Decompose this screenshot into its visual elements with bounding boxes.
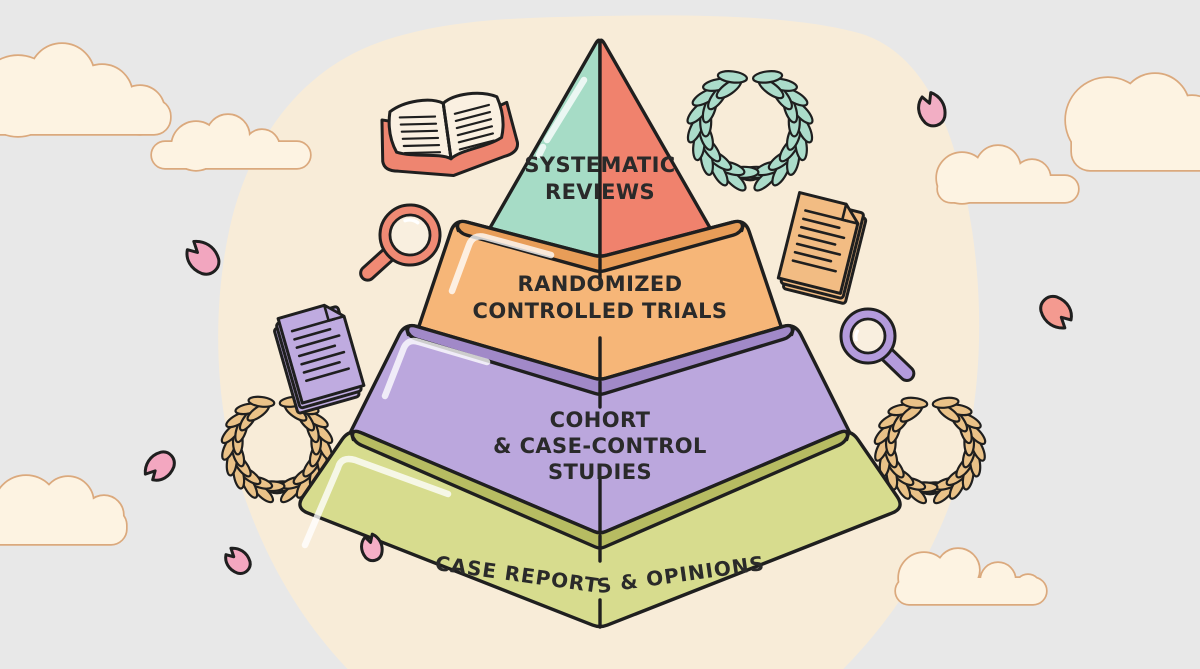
wreath-leaf	[716, 70, 749, 84]
cloud-top-left-2	[150, 113, 312, 172]
document-text-line	[295, 334, 341, 349]
book-text-line	[453, 103, 491, 115]
wreath-leaf	[751, 70, 784, 84]
tier-3-gloss	[381, 337, 491, 400]
book-text-line	[454, 110, 492, 122]
document-text-line	[795, 242, 842, 256]
cloud-top-left-1	[0, 42, 172, 138]
laurel-wreath-icon-bottom-right	[873, 396, 987, 505]
tier-2-gloss	[448, 233, 555, 295]
cloud-top-right-1	[1064, 72, 1200, 172]
book-page-right	[441, 91, 505, 161]
tier-1-gloss	[543, 76, 588, 144]
book-page-left	[387, 98, 453, 161]
cloud-base	[896, 578, 1046, 604]
book-text-line	[400, 129, 439, 133]
magnifier-ring-inner	[388, 213, 432, 257]
book-text-line	[402, 143, 441, 148]
documents-icon-right	[776, 191, 868, 305]
magnifier-ring	[380, 205, 440, 265]
sakura-petal-icon	[1039, 294, 1073, 330]
document-text-line	[793, 250, 833, 263]
wreath-leaf	[931, 396, 960, 409]
sakura-petal-icon	[224, 546, 252, 575]
book-text-line	[399, 122, 438, 126]
cloud-base	[938, 176, 1078, 202]
document-text-line	[799, 225, 846, 240]
document-corner-fold	[840, 202, 860, 225]
cloud-base	[152, 142, 310, 168]
magnifier-ring-outer	[839, 307, 897, 365]
tier-1-gloss-dot	[535, 143, 547, 159]
magnifier-ring-inner	[849, 317, 887, 355]
book-text-line	[403, 151, 442, 155]
book-text-line	[401, 136, 440, 140]
wreath-leaf	[900, 396, 929, 409]
sakura-petal-icon	[185, 239, 221, 276]
sakura-petal-icon	[917, 91, 947, 128]
tier-4-gloss	[301, 455, 452, 549]
cloud-bottom-left	[0, 474, 128, 546]
document-text-line	[297, 344, 337, 358]
document-text-line	[791, 259, 837, 273]
book-text-line	[455, 118, 493, 130]
magnifier-ring-outer	[378, 203, 442, 267]
book-text-line	[458, 139, 496, 151]
magnifier-icon-right	[839, 307, 916, 383]
document-text-line	[802, 217, 841, 230]
cloud-base	[0, 100, 170, 134]
document-text-line	[300, 350, 346, 366]
magnifier-ring	[841, 309, 895, 363]
cloud-bottom-right	[894, 547, 1048, 606]
document-text-line	[290, 317, 336, 333]
sakura-petal-icon	[143, 450, 176, 482]
open-book-icon	[380, 91, 520, 178]
cloud-top-right-2	[935, 144, 1080, 205]
document-text-line	[804, 209, 850, 223]
book-text-line	[456, 125, 494, 137]
cloud-base	[1072, 118, 1200, 170]
book-spine	[441, 103, 453, 159]
document-corner-fold	[322, 303, 346, 322]
cloud-base	[0, 510, 126, 544]
lens-highlight	[403, 218, 420, 225]
magnifier-icon-left	[359, 203, 442, 282]
laurel-wreath-icon-top-right	[686, 70, 814, 192]
book-text-line	[457, 132, 495, 144]
sakura-petal-icon	[360, 532, 384, 563]
tier-4-top-facet	[350, 429, 850, 550]
document-text-line	[797, 234, 837, 246]
book-text-line	[398, 115, 437, 119]
documents-icon-left	[273, 303, 366, 415]
document-text-line	[293, 327, 332, 341]
document-text-line	[305, 367, 350, 383]
document-text-line	[302, 360, 341, 374]
lens-highlight	[853, 329, 860, 342]
wreath-leaf	[247, 395, 276, 408]
gloss-highlights	[301, 76, 588, 549]
